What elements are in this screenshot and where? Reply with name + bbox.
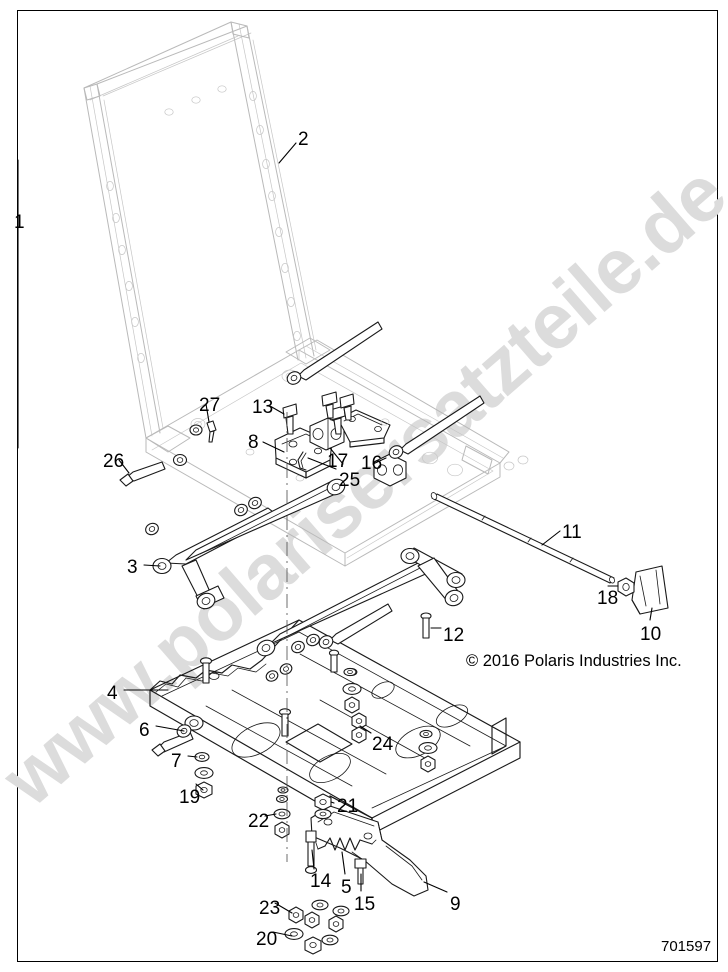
fastener-20-c — [321, 934, 339, 946]
callout-number-10[interactable]: 10 — [640, 624, 662, 645]
callout-number-4[interactable]: 4 — [107, 683, 118, 704]
fastener-right-col-c — [344, 696, 360, 714]
seat-back-frame-ghost — [83, 21, 317, 439]
fastener-15-screw — [354, 858, 367, 885]
fastener-cluster-d — [328, 915, 344, 933]
callout-number-22[interactable]: 22 — [248, 811, 270, 832]
fastener-23-nut — [288, 906, 304, 924]
fastener-bolt-mid — [318, 603, 393, 649]
callout-number-27[interactable]: 27 — [199, 395, 221, 416]
callout-number-7[interactable]: 7 — [171, 751, 182, 772]
callout-number-15[interactable]: 15 — [354, 894, 376, 915]
fastener-right-col-e — [418, 742, 438, 754]
fastener-20-a — [284, 928, 304, 940]
diagram-part-number: 701597 — [661, 938, 712, 955]
callout-number-12[interactable]: 12 — [443, 625, 465, 646]
fastener-27 — [189, 420, 217, 443]
callout-number-2[interactable]: 2 — [298, 129, 309, 150]
long-rod-11 — [430, 492, 615, 584]
fastener-26-bolt — [119, 453, 188, 487]
fastener-22-b — [273, 808, 291, 820]
fastener-21-nut — [314, 793, 332, 811]
seat-base-plate — [149, 619, 521, 835]
bushing-left-edge — [145, 522, 159, 536]
pivot-arm-upper-3 — [152, 478, 346, 610]
fastener-12-screw — [420, 612, 432, 639]
fastener-bolt-right-long — [388, 395, 485, 459]
fastener-24-b — [351, 726, 367, 744]
fastener-bolt-upper-long — [286, 321, 383, 385]
callout-number-3[interactable]: 3 — [127, 557, 138, 578]
fastener-base-screw-b — [278, 708, 292, 737]
callout-number-16[interactable]: 16 — [361, 453, 383, 474]
fastener-14-bolt — [304, 830, 318, 874]
leader-lines — [17, 142, 653, 937]
fastener-upper-b — [339, 393, 355, 421]
fastener-cluster-c — [304, 911, 320, 929]
callout-number-14[interactable]: 14 — [310, 871, 332, 892]
callout-number-24[interactable]: 24 — [372, 734, 394, 755]
copyright-notice: © 2016 Polaris Industries Inc. — [466, 652, 682, 670]
fastener-18-nut — [617, 577, 635, 597]
bushing-block-16b — [373, 453, 407, 487]
callout-number-23[interactable]: 23 — [259, 898, 281, 919]
bushing-base-b — [279, 663, 293, 675]
callout-number-17[interactable]: 17 — [327, 451, 349, 472]
wedge-bracket-10 — [631, 565, 669, 615]
callout-number-8[interactable]: 8 — [248, 432, 259, 453]
fastener-21-washer — [314, 808, 332, 820]
fastener-right-col-b — [342, 683, 362, 695]
callout-number-26[interactable]: 26 — [103, 451, 125, 472]
bushing-pair-d — [306, 633, 320, 647]
fastener-washer-mid — [194, 767, 214, 779]
callout-number-21[interactable]: 21 — [337, 796, 359, 817]
fastener-22-a — [275, 795, 289, 803]
bushing-pair-c — [291, 640, 305, 654]
callout-number-11[interactable]: 11 — [562, 522, 582, 543]
fastener-right-col-f — [420, 755, 436, 773]
fastener-right-col-a — [343, 667, 357, 677]
callout-number-13[interactable]: 13 — [252, 397, 274, 418]
fastener-cluster-b — [332, 905, 350, 917]
fastener-cluster-a — [311, 899, 329, 911]
diagram-border — [17, 10, 718, 962]
callout-number-19[interactable]: 19 — [179, 787, 201, 808]
ghost-hardware-right — [380, 418, 529, 471]
fastener-right-col-d — [419, 729, 433, 739]
fastener-5-spring — [315, 837, 377, 851]
callout-number-9[interactable]: 9 — [450, 894, 461, 915]
fastener-20-b — [304, 936, 322, 955]
fastener-25-clip — [297, 451, 307, 471]
pivot-arm-lower — [256, 547, 466, 657]
bushing-pair-a — [234, 503, 248, 517]
callout-number-25[interactable]: 25 — [339, 470, 361, 491]
bushing-pair-b — [248, 496, 262, 510]
callout-number-20[interactable]: 20 — [256, 929, 278, 950]
fastener-base-screw-c — [328, 649, 340, 673]
callout-number-1[interactable]: 1 — [14, 212, 25, 233]
fastener-22-c — [274, 821, 290, 839]
release-lever-9 — [310, 805, 429, 897]
seat-pan-frame-ghost — [145, 337, 510, 567]
callout-number-18[interactable]: 18 — [597, 588, 619, 609]
fastener-19-nut — [195, 781, 213, 799]
fastener-24-a — [351, 712, 367, 730]
fastener-base-screw-a — [199, 657, 213, 684]
fastener-13-bolt — [282, 403, 298, 435]
bushing-base-a — [265, 670, 279, 682]
callout-number-6[interactable]: 6 — [139, 720, 150, 741]
fastener-small-upper — [277, 786, 289, 794]
fastener-upper-a — [321, 391, 338, 419]
callout-number-5[interactable]: 5 — [341, 877, 352, 898]
